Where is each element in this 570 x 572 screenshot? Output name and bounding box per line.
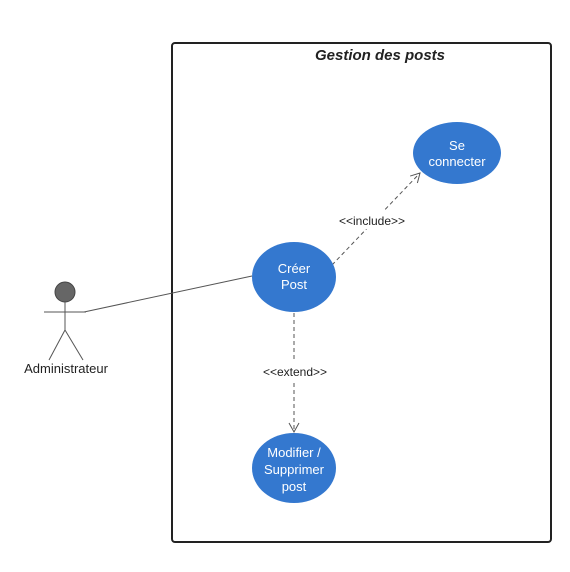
actor-left-leg bbox=[48, 329, 66, 361]
extend-label-bg bbox=[258, 362, 332, 380]
actor-right-leg bbox=[64, 329, 84, 361]
actor-administrateur[interactable]: Administrateur bbox=[24, 281, 109, 376]
actor-head bbox=[54, 281, 76, 303]
association-line bbox=[83, 275, 253, 313]
system-boundary bbox=[171, 42, 552, 543]
use-case-label-line1: Modifier / bbox=[267, 445, 321, 460]
use-case-creer-post[interactable]: Créer Post bbox=[252, 242, 336, 312]
use-case-se-connecter[interactable]: Se connecter bbox=[413, 122, 501, 184]
use-case-label-line2: Supprimer bbox=[264, 462, 325, 477]
use-case-ellipse bbox=[252, 242, 336, 312]
include-label: <<include>> bbox=[339, 214, 405, 228]
use-case-label-line2: Post bbox=[281, 277, 307, 292]
use-case-ellipse bbox=[252, 433, 336, 503]
include-label-bg bbox=[334, 211, 410, 229]
extend-label: <<extend>> bbox=[263, 365, 327, 379]
use-case-label-line1: Se bbox=[449, 138, 465, 153]
use-case-ellipse bbox=[413, 122, 501, 184]
use-case-label-line1: Créer bbox=[278, 261, 311, 276]
use-case-label-line2: connecter bbox=[428, 154, 486, 169]
use-case-label-line3: post bbox=[282, 479, 307, 494]
actor-label: Administrateur bbox=[24, 361, 108, 376]
use-case-modifier-supprimer-post[interactable]: Modifier / Supprimer post bbox=[252, 433, 336, 503]
system-title: Gestion des posts bbox=[315, 47, 445, 64]
